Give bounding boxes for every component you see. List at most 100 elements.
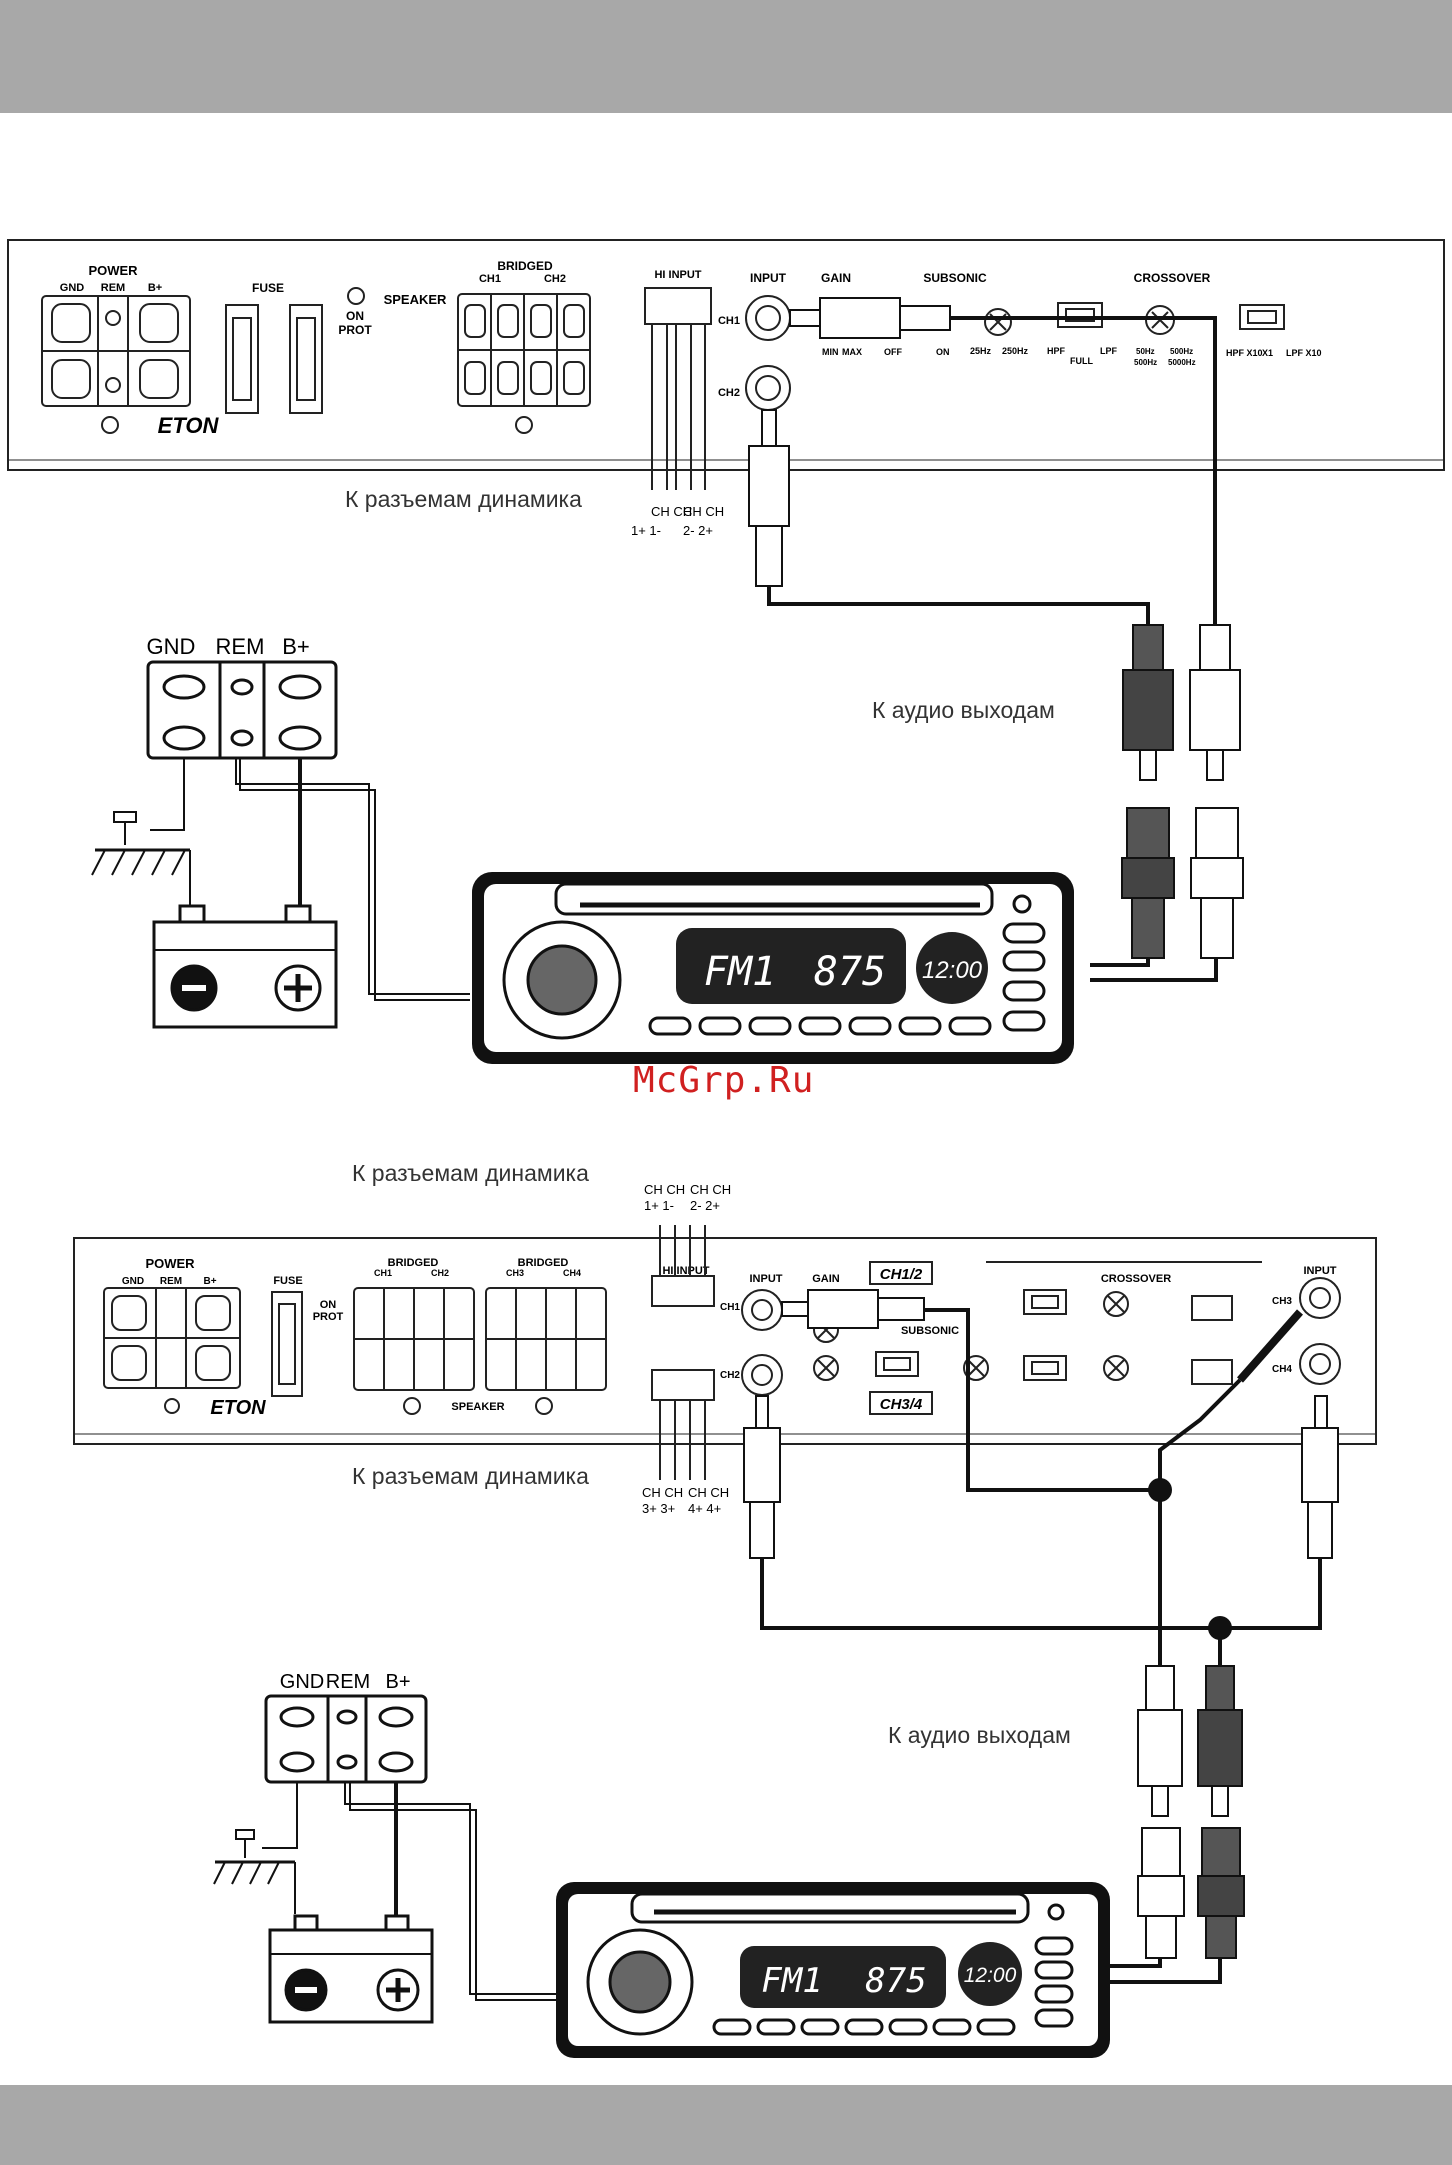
fuse — [225, 304, 323, 414]
clock-display: 12:00 — [922, 957, 983, 984]
speaker-terminal — [457, 293, 591, 407]
ch3-label: CH3 — [506, 1268, 524, 1278]
battery-2 — [268, 1914, 434, 2024]
gnd-label: GND — [60, 282, 85, 294]
rca-cable-pair-bottom — [1110, 1665, 1245, 1984]
full-label: FULL — [1070, 356, 1093, 366]
power-label: POWER — [145, 1256, 195, 1271]
ch4-label: CH4 — [563, 1268, 581, 1278]
input-ch3-label: CH3 — [1272, 1296, 1292, 1307]
gain-min-label: MIN — [822, 347, 839, 357]
hz500b-label: 500Hz — [1170, 347, 1193, 356]
hi-input-label: HI INPUT — [654, 269, 701, 281]
input-ch1-label: CH1 — [720, 1302, 740, 1313]
hz500-label: 500Hz — [1134, 358, 1157, 367]
hpf-label: HPF — [1047, 346, 1066, 356]
gnd-label: GND — [122, 1276, 144, 1287]
on-label: ON — [320, 1299, 337, 1311]
frequency-display: 875 — [814, 949, 886, 995]
hi-terminal-label: 1+ 1- — [631, 523, 661, 538]
watermark: McGrp.Ru — [633, 1060, 815, 1101]
hi-terminal-label: CH CH — [642, 1485, 683, 1500]
hpf-x10-label: HPF X10 — [1226, 348, 1263, 358]
ch34-label: CH3/4 — [880, 1396, 923, 1413]
power-terminal-block — [146, 660, 338, 760]
hi-terminal-label: CH CH — [688, 1485, 729, 1500]
power-terminal — [41, 295, 191, 407]
caption-audio-bottom: К аудио выходам — [888, 1722, 1071, 1748]
remote-wire — [235, 758, 470, 1001]
band-display: FM1 — [704, 949, 776, 995]
x1-label: X1 — [1262, 348, 1273, 358]
bplus-label: B+ — [148, 282, 162, 294]
hi-terminal-label: 2- 2+ — [683, 523, 713, 538]
power-label: POWER — [88, 263, 138, 278]
fuse-label: FUSE — [252, 281, 284, 295]
speaker-label: SPEAKER — [384, 292, 447, 307]
junction-dot — [1148, 1478, 1172, 1502]
subsonic-label: SUBSONIC — [923, 271, 987, 285]
hi-terminal-label: 3+ 3+ — [642, 1501, 675, 1516]
remote-wire-2 — [344, 1782, 560, 2001]
subsonic-on-label: ON — [936, 347, 950, 357]
ch12-label: CH1/2 — [880, 1266, 923, 1283]
top-gray-bar — [0, 0, 1452, 113]
amp4ch-controls — [813, 1261, 1262, 1385]
tb-gnd-label: GND — [280, 1671, 324, 1693]
tb-bplus-label: B+ — [282, 634, 310, 659]
crossover-switch — [1057, 302, 1103, 328]
band-display: FM1 — [761, 1961, 822, 2001]
rca-plug-4ch-ch4 — [1220, 1395, 1339, 1630]
ground-connection — [91, 758, 191, 905]
amplifier-2ch: POWER GND REM B+ ETON FUSE ON PROT SPEAK… — [7, 239, 1445, 538]
hi-terminal-label: 2- 2+ — [690, 1198, 720, 1213]
rca-plug-4ch-ch3 — [1158, 1309, 1303, 1490]
rca-cable-pair-top — [1090, 624, 1244, 982]
hi-terminal-label: 4+ 4+ — [688, 1501, 721, 1516]
fuse-label: FUSE — [273, 1275, 302, 1287]
ch1-label: CH1 — [374, 1268, 392, 1278]
rca-plug-ch1 — [789, 297, 1217, 625]
gain-max-label: MAX — [842, 347, 862, 357]
ch2-label: CH2 — [431, 1268, 449, 1278]
ch1-label: CH1 — [479, 273, 501, 285]
hi-terminal-label: 1+ 1- — [644, 1198, 674, 1213]
input-ch1-label: CH1 — [718, 315, 740, 327]
speaker-label: SPEAKER — [451, 1401, 504, 1413]
head-unit-bottom: FM1 875 12:00 — [556, 1882, 1110, 2058]
frequency-display: 875 — [865, 1961, 926, 2001]
hi-terminal-label: CH CH — [690, 1182, 731, 1197]
power-terminal — [103, 1287, 241, 1389]
ground-connection-2 — [213, 1782, 298, 1914]
hz50-label: 50Hz — [1136, 347, 1155, 356]
led-indicator — [347, 287, 365, 305]
junction-dot — [1208, 1616, 1232, 1640]
on-label: ON — [346, 309, 364, 323]
hi-input-connector — [644, 287, 712, 490]
input-ch2-label: CH2 — [720, 1370, 740, 1381]
rca-plug-4ch-ch2 — [743, 1395, 1222, 1666]
amplifier-4ch: POWER GND REM B+ ETON FUSE ON PROT BRIDG… — [73, 1182, 1377, 1516]
eton-logo: ETON — [210, 1397, 266, 1419]
gain-label: GAIN — [821, 271, 851, 285]
head-unit-top: FM1 875 12:00 — [472, 872, 1074, 1064]
rca-plug-4ch-ch1 — [781, 1289, 1162, 1666]
tb-rem-label: REM — [216, 634, 265, 659]
gain-label: GAIN — [812, 1273, 840, 1285]
tb-gnd-label: GND — [147, 634, 196, 659]
hi-terminal-label: CH CH — [651, 504, 692, 519]
fuse — [271, 1291, 303, 1397]
bridged-label: BRIDGED — [388, 1257, 439, 1269]
clock-display: 12:00 — [964, 1964, 1017, 1987]
bridged-label: BRIDGED — [518, 1257, 569, 1269]
power-terminal-block-2 — [264, 1694, 428, 1784]
tb-bplus-label: B+ — [385, 1671, 410, 1693]
prot-label: PROT — [313, 1311, 344, 1323]
tb-rem-label: REM — [326, 1671, 370, 1693]
speaker-terminals — [353, 1287, 607, 1391]
caption-speaker-mid: К разъемам динамика — [352, 1160, 589, 1186]
caption-speaker-low: К разъемам динамика — [352, 1463, 589, 1489]
caption-audio-top: К аудио выходам — [872, 697, 1055, 723]
rca-plug-ch2 — [748, 409, 1150, 625]
